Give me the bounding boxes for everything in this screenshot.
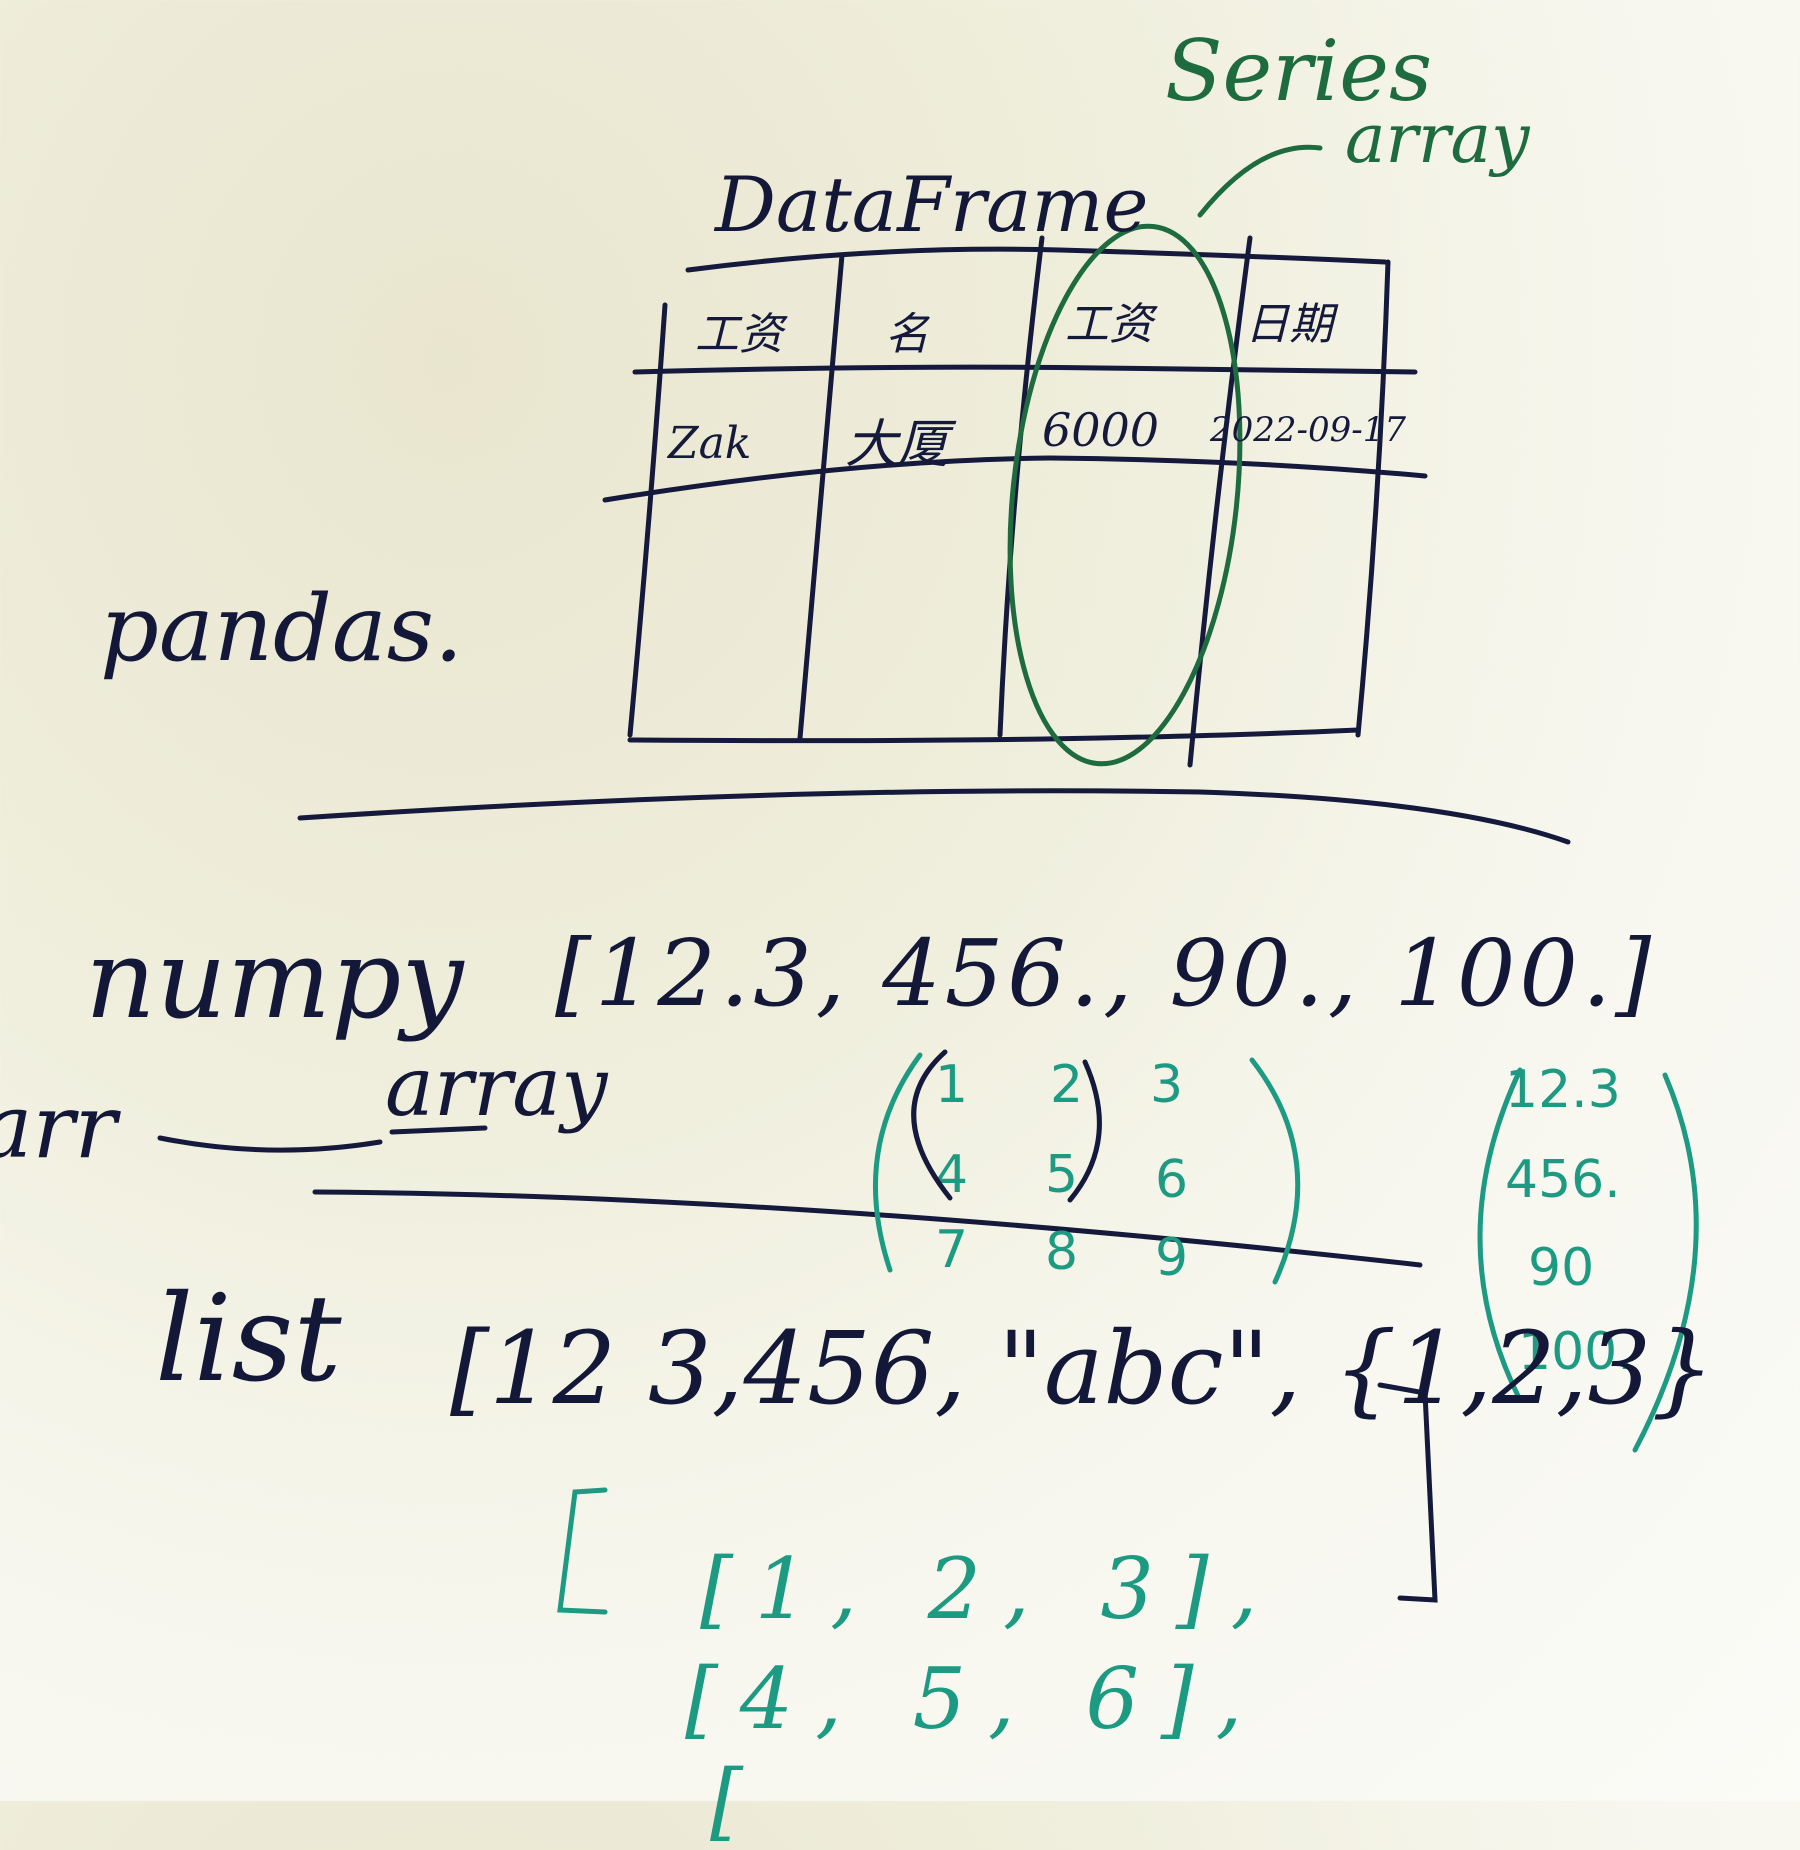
nested-list-bracket bbox=[557, 1487, 608, 1615]
table-bottom-border bbox=[627, 727, 1361, 744]
numpy-separator-line bbox=[312, 1189, 1423, 1268]
matrix-cell-1: 1 bbox=[935, 1055, 969, 1115]
table-col-divider-1 bbox=[797, 252, 845, 741]
numpy-label: numpy bbox=[85, 915, 464, 1043]
vector-cell-1: 12.3 bbox=[1505, 1060, 1621, 1120]
table-row-cell-2: 大厦 bbox=[845, 415, 950, 475]
list-label: list bbox=[155, 1270, 342, 1409]
arr-label: arr bbox=[0, 1075, 117, 1178]
series-column-ellipse bbox=[1007, 223, 1243, 767]
series-label: Series bbox=[1165, 22, 1433, 120]
table-right-border bbox=[1355, 259, 1391, 738]
whiteboard: Series array DataFrame 工资 名 工资 日期 Zak 大厦… bbox=[0, 22, 1715, 1850]
vector-right-paren bbox=[1632, 1072, 1699, 1453]
table-top-border bbox=[685, 246, 1388, 273]
vector-cell-4: 100. bbox=[1518, 1322, 1634, 1382]
array-underline bbox=[389, 1125, 488, 1135]
matrix-cell-3: 3 bbox=[1150, 1055, 1184, 1115]
table-row-cell-4: 2022-09-17 bbox=[1210, 410, 1407, 450]
matrix-right-paren bbox=[1249, 1057, 1301, 1285]
table-header-cell-1: 工资 bbox=[695, 309, 783, 360]
table-header-cell-3: 工资 bbox=[1065, 299, 1153, 350]
series-to-array-arrow bbox=[1197, 144, 1323, 218]
arr-connector-line bbox=[157, 1135, 383, 1153]
table-row-divider bbox=[602, 455, 1428, 503]
nested-list-row-3: [ bbox=[710, 1752, 743, 1850]
list-expression: [12 3,456, "abc", {1,2,3} bbox=[450, 1310, 1715, 1427]
whiteboard-strokes bbox=[157, 144, 1699, 1615]
pandas-label: pandas. bbox=[100, 575, 464, 682]
matrix-cell-8: 8 bbox=[1045, 1222, 1079, 1282]
table-left-border bbox=[627, 302, 668, 738]
dataframe-label: DataFrame bbox=[715, 160, 1149, 249]
matrix-cell-7: 7 bbox=[935, 1220, 969, 1280]
table-col-divider-3 bbox=[1187, 235, 1253, 768]
matrix-cell-9: 9 bbox=[1155, 1228, 1189, 1288]
matrix-cell-5: 5 bbox=[1045, 1145, 1079, 1205]
table-header-cell-2: 名 bbox=[885, 309, 929, 360]
table-header-divider bbox=[632, 364, 1418, 375]
matrix-cell-4: 4 bbox=[935, 1145, 969, 1205]
pandas-separator-line bbox=[297, 788, 1571, 845]
table-row-cell-1: Zak bbox=[668, 418, 752, 469]
series-array-label: array bbox=[1345, 100, 1530, 179]
list-right-bracket bbox=[1377, 1382, 1438, 1603]
table-col-divider-2 bbox=[997, 235, 1045, 738]
numpy-expression: [12.3, 456., 90., 100.] bbox=[555, 920, 1656, 1027]
nested-list-row-1: [1, 2, 3], bbox=[700, 1540, 1280, 1638]
nested-list-row-2: [4, 5, 6], bbox=[685, 1650, 1265, 1748]
matrix-left-paren bbox=[872, 1052, 923, 1273]
vector-left-paren bbox=[1477, 1067, 1523, 1403]
matrix-cell-2: 2 bbox=[1050, 1055, 1084, 1115]
matrix-cell-6: 6 bbox=[1155, 1150, 1189, 1210]
vector-cell-2: 456. bbox=[1505, 1150, 1621, 1210]
table-header-cell-4: 日期 bbox=[1245, 299, 1333, 350]
table-row-cell-3: 6000 bbox=[1042, 403, 1160, 457]
array-label: array bbox=[385, 1040, 608, 1135]
vector-cell-3: 90 bbox=[1528, 1238, 1595, 1298]
